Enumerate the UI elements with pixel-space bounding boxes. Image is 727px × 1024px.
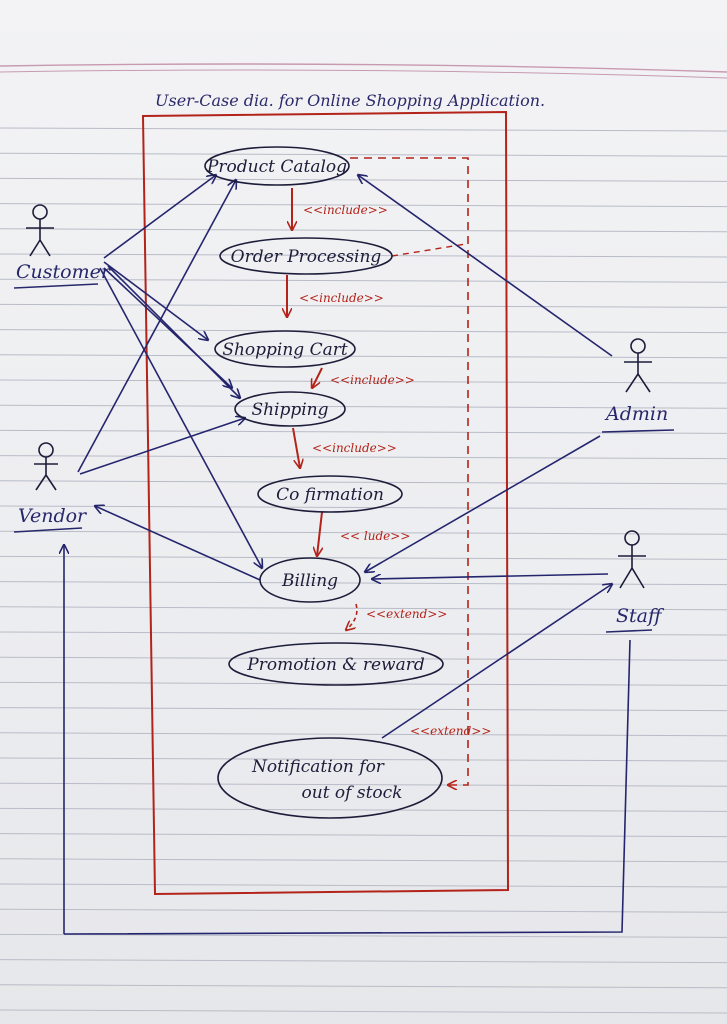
include-arrow-3 bbox=[312, 367, 323, 388]
include-label-1: <<include>> bbox=[303, 203, 388, 217]
use-case-product-catalog: Product Catalog bbox=[204, 146, 350, 186]
staff-associations bbox=[63, 573, 631, 935]
order-processing-dashed-link bbox=[391, 243, 467, 257]
ruled-line bbox=[0, 833, 727, 838]
actor-vendor-label: Vendor bbox=[18, 505, 88, 527]
use-case-confirmation: Co firmation bbox=[257, 475, 403, 513]
svg-text:Product Catalog: Product Catalog bbox=[206, 157, 347, 177]
include-label-4: <<include>> bbox=[312, 441, 397, 455]
ruled-line bbox=[0, 152, 727, 157]
ruled-line bbox=[0, 379, 727, 384]
ruled-line bbox=[0, 858, 727, 863]
ruled-line bbox=[0, 782, 727, 787]
actor-vendor-underline bbox=[13, 527, 83, 533]
ruled-line bbox=[0, 606, 727, 611]
extend-label-1: <<extend>> bbox=[366, 607, 447, 621]
page-top-margin-line-2 bbox=[0, 69, 727, 79]
use-case-billing: Billing bbox=[259, 557, 361, 603]
include-label-5: << lude>> bbox=[340, 529, 410, 543]
svg-text:Co firmation: Co firmation bbox=[276, 485, 384, 505]
svg-text:Order Processing: Order Processing bbox=[231, 247, 382, 267]
svg-text:Shopping Cart: Shopping Cart bbox=[222, 340, 348, 360]
ruled-line bbox=[0, 203, 727, 208]
ruled-line bbox=[0, 253, 727, 258]
ruled-line bbox=[0, 959, 727, 964]
ruled-line bbox=[0, 354, 727, 359]
ruled-line bbox=[0, 127, 727, 132]
include-label-3: <<include>> bbox=[330, 373, 415, 387]
ruled-line bbox=[0, 581, 727, 586]
ruled-line bbox=[0, 631, 727, 636]
ruled-line bbox=[0, 707, 727, 712]
ruled-lines bbox=[0, 127, 727, 1014]
ruled-line bbox=[0, 303, 727, 308]
use-case-notification-out-of-stock: Notification for out of stock bbox=[217, 737, 443, 819]
ruled-line bbox=[0, 228, 727, 233]
ruled-line bbox=[0, 807, 727, 812]
ruled-line bbox=[0, 480, 727, 485]
ruled-line bbox=[0, 329, 727, 334]
include-arrow-4 bbox=[292, 427, 300, 468]
ruled-line bbox=[0, 656, 727, 661]
svg-text:Billing: Billing bbox=[281, 571, 338, 591]
ruled-line bbox=[0, 530, 727, 535]
ruled-line bbox=[0, 555, 727, 560]
ruled-line bbox=[0, 429, 727, 434]
actor-staff bbox=[618, 530, 646, 589]
svg-text:Promotion & reward: Promotion & reward bbox=[246, 655, 425, 675]
admin-associations bbox=[358, 175, 613, 572]
include-label-2: <<include>> bbox=[299, 291, 384, 305]
actor-admin bbox=[624, 338, 652, 393]
ruled-line bbox=[0, 505, 727, 510]
ruled-line bbox=[0, 732, 727, 737]
extend-arrow-billing-promotion bbox=[346, 603, 358, 630]
actor-vendor bbox=[34, 442, 58, 491]
extend-dashed-line bbox=[350, 157, 469, 785]
ruled-line bbox=[0, 908, 727, 913]
use-case-order-processing: Order Processing bbox=[219, 237, 393, 275]
ruled-line bbox=[0, 455, 727, 460]
ruled-line bbox=[0, 757, 727, 762]
ruled-line bbox=[0, 984, 727, 989]
actor-customer bbox=[26, 204, 54, 257]
use-case-shopping-cart: Shopping Cart bbox=[214, 330, 356, 368]
system-boundary bbox=[141, 110, 510, 896]
ruled-line bbox=[0, 1009, 727, 1014]
actor-staff-underline bbox=[605, 629, 653, 633]
actor-admin-underline bbox=[601, 429, 675, 433]
ruled-line bbox=[0, 404, 727, 409]
actor-admin-label: Admin bbox=[604, 403, 668, 425]
svg-text:out of stock: out of stock bbox=[302, 783, 403, 803]
include-arrow-5 bbox=[317, 511, 323, 556]
diagram-title: User-Case dia. for Online Shopping Appli… bbox=[155, 91, 545, 110]
svg-text:Shipping: Shipping bbox=[251, 400, 328, 420]
svg-text:Notification for: Notification for bbox=[251, 757, 385, 777]
extend-label-2: <<extend>> bbox=[410, 724, 491, 738]
ruled-line bbox=[0, 933, 727, 938]
actor-staff-label: Staff bbox=[616, 605, 665, 627]
vendor-associations bbox=[64, 180, 261, 934]
customer-associations bbox=[99, 175, 262, 568]
ruled-line bbox=[0, 883, 727, 888]
actor-customer-label: Customer bbox=[16, 261, 112, 283]
page-top-margin-line bbox=[0, 63, 727, 73]
actor-customer-underline bbox=[13, 283, 99, 289]
use-case-shipping: Shipping bbox=[234, 391, 346, 427]
use-case-promotion-reward: Promotion & reward bbox=[228, 642, 444, 686]
